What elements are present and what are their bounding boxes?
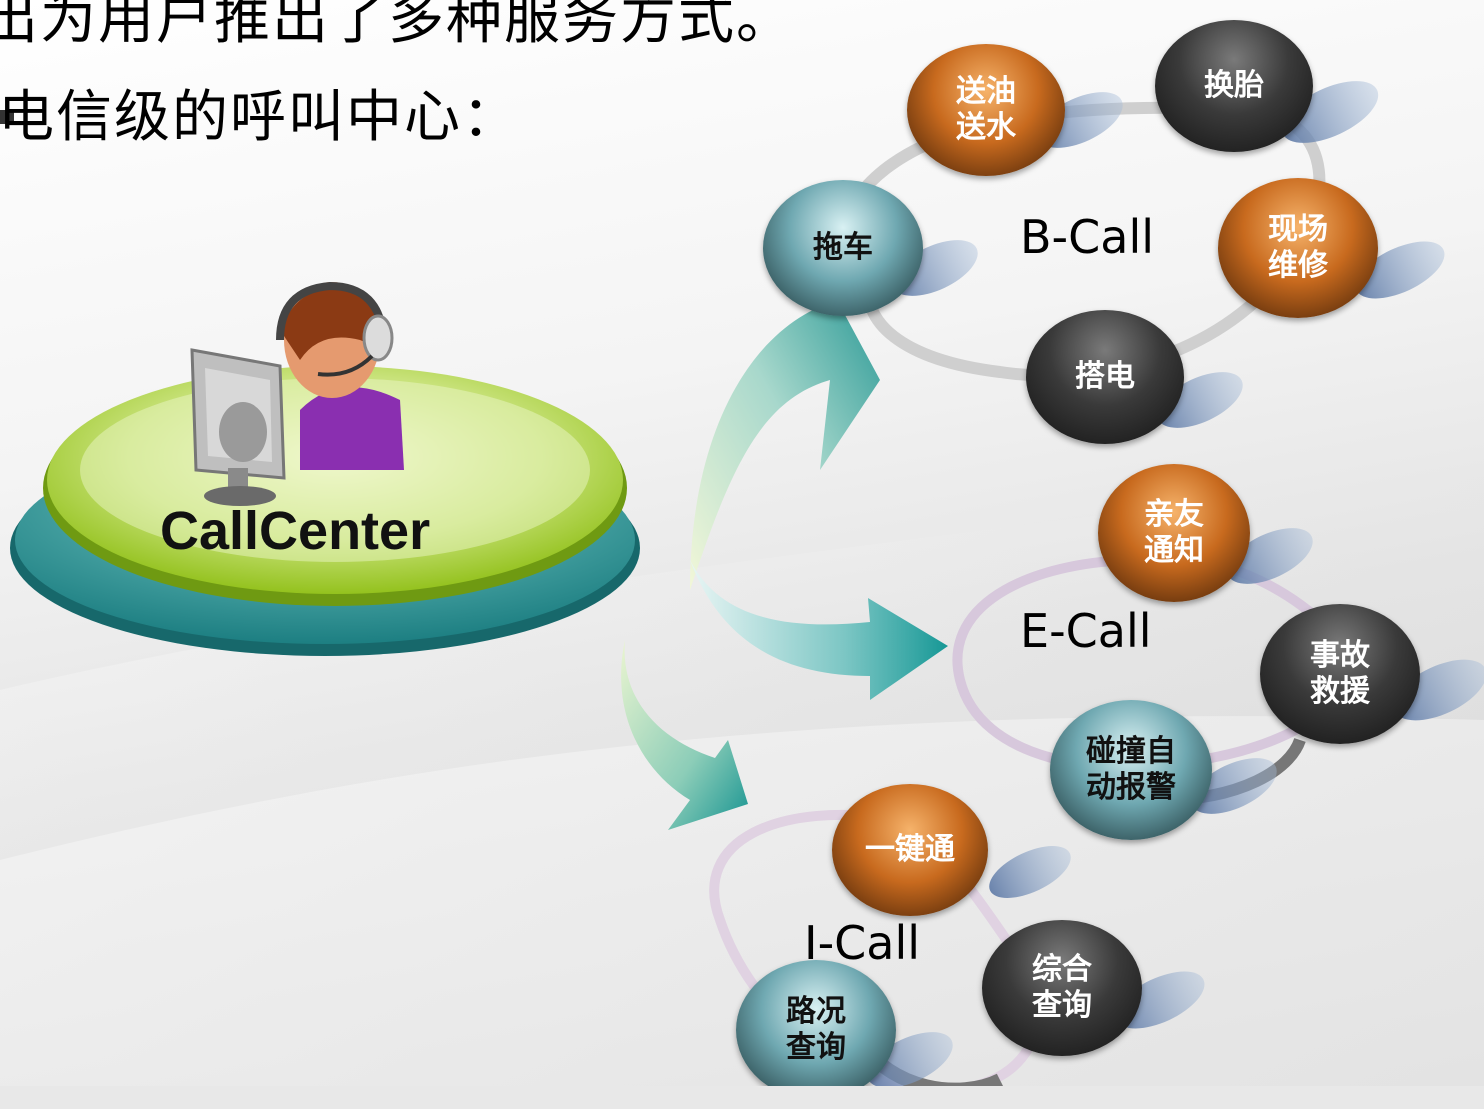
node-general-query: 综合查询: [982, 920, 1142, 1056]
node-traffic-query-line-2: 查询: [786, 1030, 846, 1065]
node-tow-label: 拖车: [813, 230, 873, 265]
node-general-query-line-2: 查询: [1032, 988, 1092, 1023]
node-fuel-water-line-1: 送油: [956, 74, 1016, 109]
node-onsite-repair-line-2: 维修: [1268, 248, 1328, 283]
node-fuel-water-line-2: 送水: [956, 110, 1016, 145]
node-collision-alarm-line-1: 碰撞自: [1086, 734, 1176, 769]
operator-headset-icon: [190, 281, 404, 506]
node-general-query-line-1: 综合: [1032, 952, 1092, 987]
node-tire-change: 换胎: [1155, 20, 1313, 152]
callcenter-label: CallCenter: [160, 501, 431, 561]
node-one-key: 一键通: [832, 784, 988, 916]
node-accident-rescue-line-1: 事故: [1310, 638, 1370, 673]
node-notify-family: 亲友通知: [1098, 464, 1250, 602]
heading-line-1: 出为用户推出了多种服务方式。: [0, 0, 794, 52]
node-tow: 拖车: [763, 180, 923, 316]
node-onsite-repair-line-1: 现场: [1268, 212, 1328, 247]
node-jump-start: 搭电: [1026, 310, 1184, 444]
group-label-e-call: E-Call: [1020, 604, 1152, 658]
node-traffic-query-line-1: 路况: [786, 994, 846, 1029]
node-one-key-label: 一键通: [865, 832, 955, 867]
node-notify-family-line-2: 通知: [1144, 533, 1204, 568]
node-accident-rescue: 事故救援: [1260, 604, 1420, 744]
node-tire-change-label: 换胎: [1204, 68, 1264, 103]
node-onsite-repair: 现场维修: [1218, 178, 1378, 318]
node-collision-alarm: 碰撞自动报警: [1050, 700, 1212, 840]
bullet-mark: [0, 110, 14, 124]
node-accident-rescue-line-2: 救援: [1310, 674, 1370, 709]
node-collision-alarm-line-2: 动报警: [1086, 770, 1176, 805]
node-traffic-query: 路况查询: [736, 960, 896, 1100]
bottom-bar: [0, 1086, 1484, 1109]
node-jump-start-label: 搭电: [1075, 359, 1135, 394]
node-notify-family-line-1: 亲友: [1144, 497, 1204, 532]
node-fuel-water: 送油送水: [907, 44, 1065, 176]
group-label-b-call: B-Call: [1020, 210, 1155, 264]
heading-line-2: 电信级的呼叫中心：: [0, 85, 520, 150]
